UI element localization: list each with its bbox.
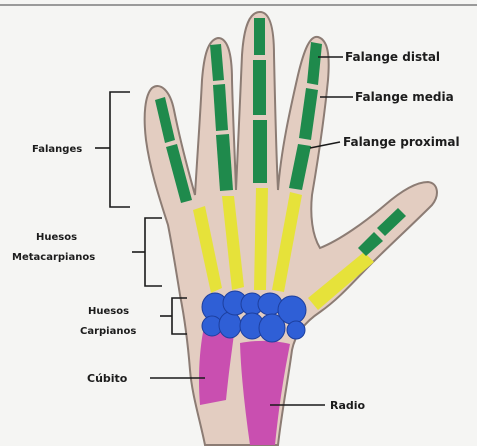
label-falange-media: Falange media	[355, 90, 454, 104]
label-falange-distal: Falange distal	[345, 50, 440, 64]
label-huesos-metacarpianos-2: Metacarpianos	[12, 252, 95, 263]
label-huesos-carpianos-1: Huesos	[88, 306, 129, 317]
carpal-bones	[202, 291, 306, 342]
label-huesos-metacarpianos-1: Huesos	[36, 232, 77, 243]
label-huesos-carpianos-2: Carpianos	[80, 326, 136, 337]
label-radio: Radio	[330, 399, 366, 412]
label-cubito: Cúbito	[87, 372, 128, 385]
label-falanges: Falanges	[32, 144, 82, 155]
label-falange-proximal: Falange proximal	[343, 135, 460, 149]
